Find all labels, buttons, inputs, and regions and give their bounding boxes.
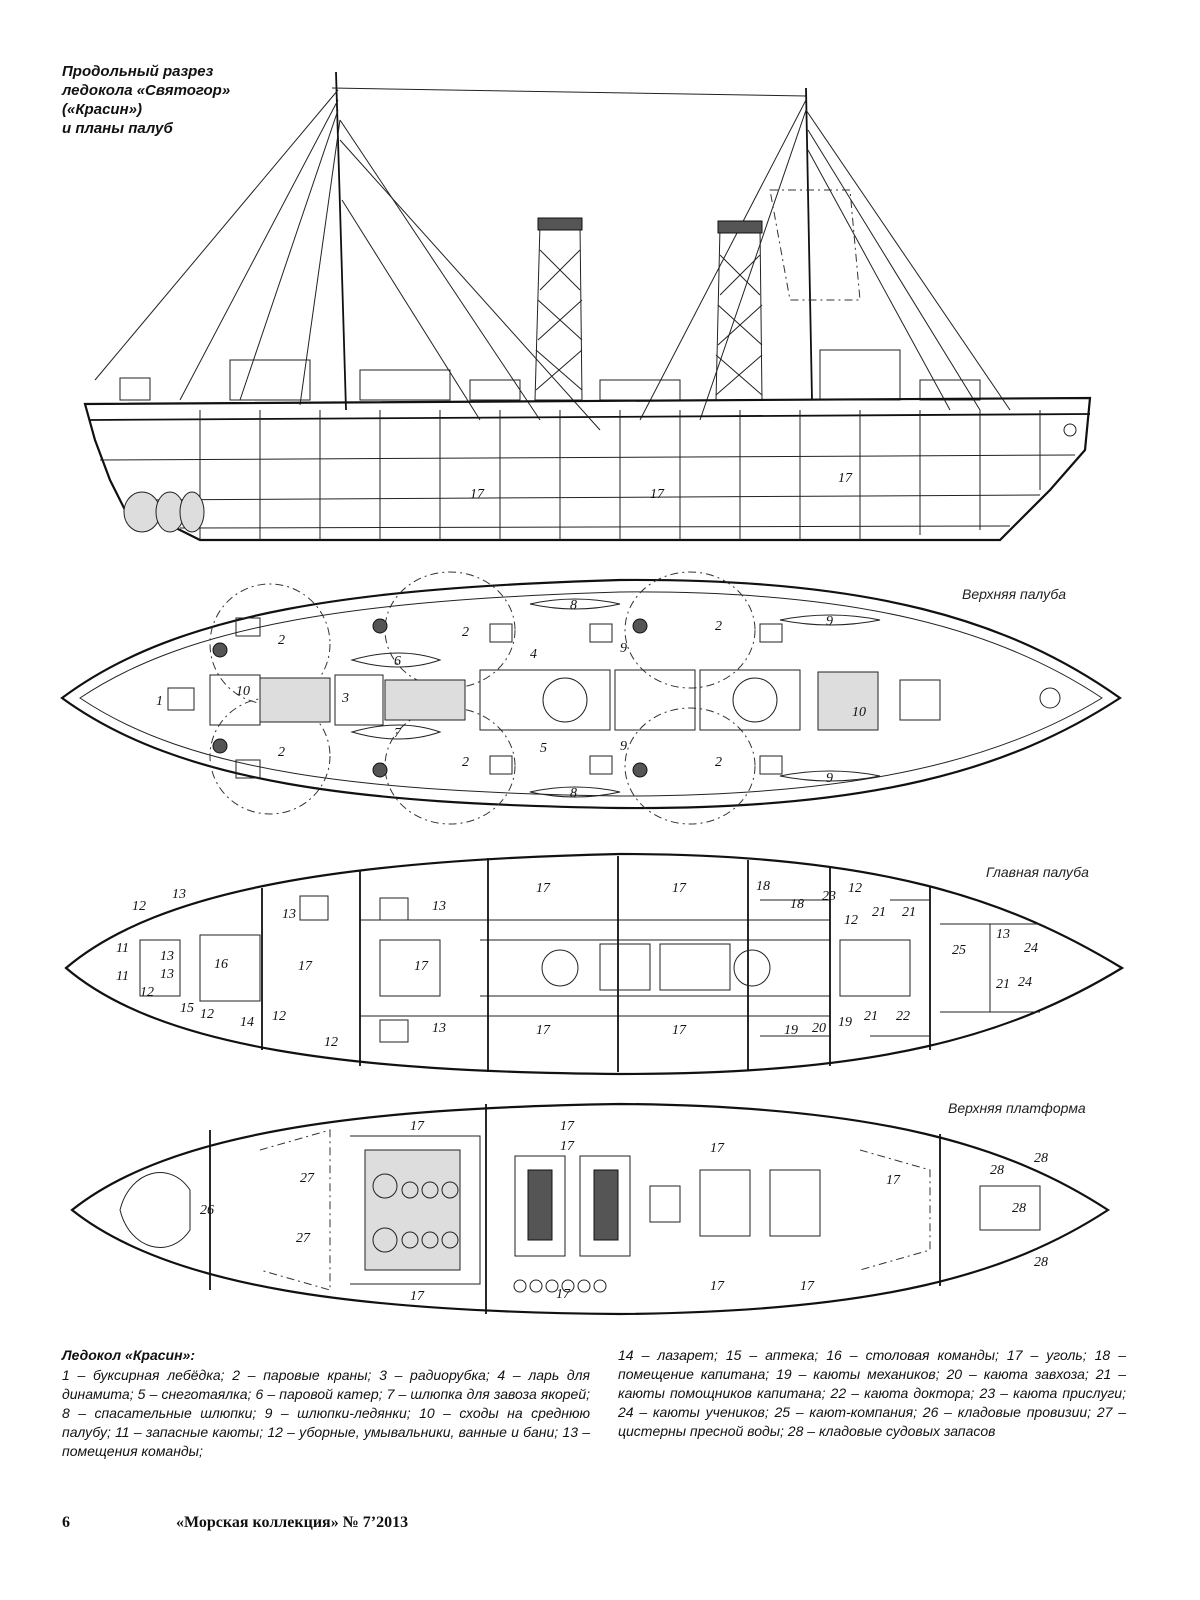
main-label: 13 xyxy=(432,1021,446,1036)
main-label: 16 xyxy=(214,957,228,972)
legend-column-1: Ледокол «Красин»: 1 – буксирная лебёдка;… xyxy=(62,1346,590,1461)
title-line-3: («Красин») xyxy=(62,101,142,118)
main-label: 13 xyxy=(282,907,296,922)
profile-label: 17 xyxy=(650,487,665,502)
upper-deck-plan: 1 2 2 2 2 2 2 3 4 5 6 7 8 8 9 9 9 9 10 1… xyxy=(60,571,1122,825)
upper-label: 7 xyxy=(394,726,402,741)
legend-heading: Ледокол «Красин»: xyxy=(62,1347,195,1363)
upper-label: 2 xyxy=(715,619,722,634)
platform-label: 17 xyxy=(556,1287,571,1302)
legend-text-2: 14 – лазарет; 15 – аптека; 16 – столовая… xyxy=(618,1347,1126,1439)
platform-label: 28 xyxy=(1034,1151,1048,1166)
main-deck-label: Главная палуба xyxy=(986,864,1089,880)
profile-label: 17 xyxy=(838,471,853,486)
main-label: 12 xyxy=(848,881,862,896)
main-label: 12 xyxy=(844,913,858,928)
main-label: 17 xyxy=(536,881,551,896)
main-label: 19 xyxy=(838,1015,852,1030)
upper-label: 9 xyxy=(826,771,833,786)
upper-platform-label: Верхняя платформа xyxy=(948,1100,1086,1116)
main-label: 24 xyxy=(1024,941,1038,956)
upper-label: 2 xyxy=(462,625,469,640)
upper-platform-plan: 17 17 27 27 26 17 17 17 17 17 17 17 28 2… xyxy=(70,1102,1111,1316)
main-label: 17 xyxy=(672,881,687,896)
upper-label: 9 xyxy=(620,739,627,754)
main-label: 23 xyxy=(822,889,836,904)
main-label: 25 xyxy=(952,943,966,958)
main-label: 12 xyxy=(132,899,146,914)
platform-label: 17 xyxy=(410,1119,425,1134)
upper-deck-label: Верхняя палуба xyxy=(962,586,1067,602)
main-label: 20 xyxy=(812,1021,826,1036)
platform-label: 17 xyxy=(710,1141,725,1156)
upper-label: 2 xyxy=(462,755,469,770)
main-label: 18 xyxy=(756,879,770,894)
main-label: 12 xyxy=(272,1009,286,1024)
platform-label: 26 xyxy=(200,1203,214,1218)
page-number: 6 xyxy=(62,1514,70,1531)
platform-label: 17 xyxy=(800,1279,815,1294)
main-label: 21 xyxy=(996,977,1010,992)
platform-label: 17 xyxy=(886,1173,901,1188)
upper-label: 9 xyxy=(826,614,833,629)
main-label: 13 xyxy=(160,967,174,982)
upper-label: 2 xyxy=(715,755,722,770)
upper-label: 9 xyxy=(620,641,627,656)
journal-name: «Морская коллекция» № 7’2013 xyxy=(176,1514,409,1531)
platform-label: 17 xyxy=(710,1279,725,1294)
main-label: 21 xyxy=(872,905,886,920)
main-label: 21 xyxy=(902,905,916,920)
upper-label: 8 xyxy=(570,598,577,613)
legend-column-2: 14 – лазарет; 15 – аптека; 16 – столовая… xyxy=(618,1346,1126,1441)
upper-label: 6 xyxy=(394,654,401,669)
main-label: 13 xyxy=(172,887,186,902)
profile-label: 17 xyxy=(470,487,485,502)
main-label: 13 xyxy=(996,927,1010,942)
main-label: 24 xyxy=(1018,975,1032,990)
platform-label: 27 xyxy=(296,1231,311,1246)
platform-label: 17 xyxy=(410,1289,425,1304)
upper-label: 5 xyxy=(540,741,547,756)
main-label: 15 xyxy=(180,1001,194,1016)
platform-label: 17 xyxy=(560,1119,575,1134)
main-label: 12 xyxy=(140,985,154,1000)
main-label: 13 xyxy=(432,899,446,914)
title-line-4: и планы палуб xyxy=(62,120,173,137)
upper-label: 10 xyxy=(852,705,866,720)
platform-label: 27 xyxy=(300,1171,315,1186)
main-label: 22 xyxy=(896,1009,910,1024)
main-label: 11 xyxy=(116,969,129,984)
upper-label: 2 xyxy=(278,745,285,760)
upper-label: 1 xyxy=(156,694,163,709)
title-line-1: Продольный разрез xyxy=(62,63,214,80)
main-label: 13 xyxy=(160,949,174,964)
title-line-2: ледокола «Святогор» xyxy=(62,82,231,99)
main-label: 17 xyxy=(536,1023,551,1038)
platform-label: 28 xyxy=(1034,1255,1048,1270)
platform-label: 28 xyxy=(990,1163,1004,1178)
main-label: 12 xyxy=(324,1035,338,1050)
platform-label: 17 xyxy=(560,1139,575,1154)
upper-label: 10 xyxy=(236,684,250,699)
main-label: 21 xyxy=(864,1009,878,1024)
main-label: 17 xyxy=(298,959,313,974)
main-label: 12 xyxy=(200,1007,214,1022)
main-label: 14 xyxy=(240,1015,254,1030)
main-deck-plan: 12 13 11 11 13 13 16 12 15 12 14 13 17 1… xyxy=(64,852,1125,1076)
platform-label: 28 xyxy=(1012,1201,1026,1216)
legend-text-1: 1 – буксирная лебёдка; 2 – паровые краны… xyxy=(62,1367,590,1459)
upper-label: 4 xyxy=(530,647,537,662)
main-label: 17 xyxy=(672,1023,687,1038)
ship-longitudinal-section: 17 17 17 xyxy=(83,71,1092,542)
main-label: 11 xyxy=(116,941,129,956)
main-label: 17 xyxy=(414,959,429,974)
upper-label: 8 xyxy=(570,786,577,801)
main-label: 18 xyxy=(790,897,804,912)
main-label: 19 xyxy=(784,1023,798,1038)
drawing-title: Продольный разрез ледокола «Святогор» («… xyxy=(62,62,322,138)
upper-label: 3 xyxy=(341,691,349,706)
upper-label: 2 xyxy=(278,633,285,648)
